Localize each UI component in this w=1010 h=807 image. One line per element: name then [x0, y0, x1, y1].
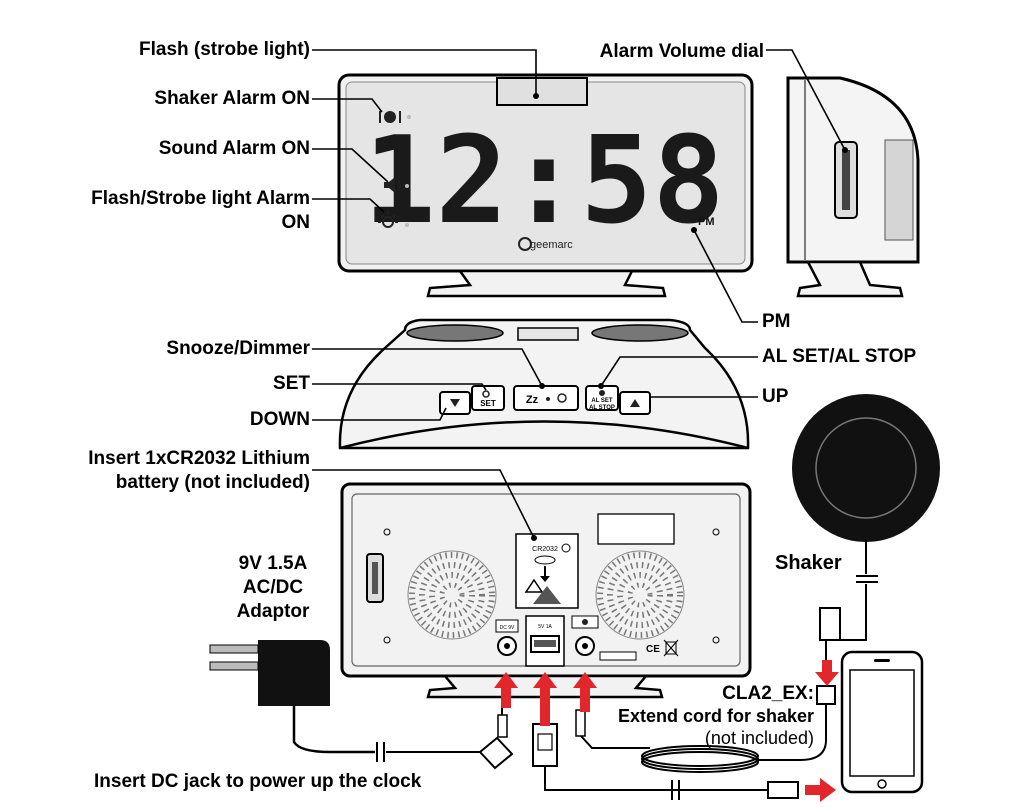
label-shaker: Shaker — [775, 552, 842, 574]
label-cla-line2: Extend cord for shaker — [617, 706, 814, 726]
label-flash: Flash (strobe light) — [139, 39, 310, 60]
label-battery-line1: Insert 1xCR2032 Lithium — [88, 448, 310, 469]
svg-text:SET: SET — [480, 399, 496, 408]
label-cla-line1: CLA2_EX: — [722, 683, 814, 704]
sound-indicator-icon — [384, 177, 409, 193]
svg-text:DC 9V: DC 9V — [500, 625, 515, 631]
shaker-extension-cord — [575, 685, 836, 773]
clock-digits: 12:58 — [363, 112, 724, 251]
strobe-indicator-icon — [378, 211, 409, 228]
svg-text:CR2032: CR2032 — [532, 546, 558, 553]
label-sound-on: Sound Alarm ON — [158, 138, 310, 159]
clock-back-view: CR2032 DC 9V 5V 1A CE — [340, 482, 752, 699]
label-dc-jack: Insert DC jack to power up the clock — [94, 771, 422, 792]
label-cla-line3: (not included) — [704, 728, 814, 748]
svg-text:AL STOP: AL STOP — [589, 405, 615, 411]
svg-text:5V 1A: 5V 1A — [538, 624, 552, 630]
label-snooze: Snooze/Dimmer — [166, 338, 310, 359]
clock-side-view — [786, 76, 920, 298]
usb-cable — [532, 723, 799, 800]
ac-dc-adaptor — [209, 640, 514, 770]
svg-text:Zz: Zz — [526, 394, 539, 406]
label-adaptor-line1: 9V 1.5A — [238, 553, 308, 574]
clock-front-view: 12:58 PM geemarc — [337, 73, 754, 298]
label-flash-alarm-line2: ON — [281, 212, 311, 233]
label-down: DOWN — [249, 409, 310, 430]
usb-port[interactable]: 5V 1A — [525, 615, 565, 667]
connection-arrows — [494, 660, 839, 802]
svg-text:CE: CE — [646, 644, 660, 655]
label-flash-alarm-line1: Flash/Strobe light Alarm — [91, 188, 310, 209]
leader-lines — [312, 49, 846, 539]
label-shaker-on: Shaker Alarm ON — [154, 88, 310, 109]
label-battery-line2: battery (not included) — [115, 472, 310, 493]
set-button[interactable]: SET — [471, 385, 505, 411]
label-al-set: AL SET/AL STOP — [762, 346, 917, 367]
label-up: UP — [762, 386, 789, 407]
shaker-device — [792, 394, 940, 660]
shaker-port[interactable] — [571, 615, 599, 656]
down-button[interactable] — [439, 391, 471, 415]
brand-logo: geemarc — [530, 239, 573, 251]
label-pm: PM — [762, 311, 791, 332]
pm-indicator: PM — [698, 216, 715, 228]
label-adaptor-line3: Adaptor — [236, 601, 310, 622]
strobe-light — [496, 77, 588, 106]
svg-text:AL SET: AL SET — [591, 398, 613, 404]
label-adaptor-line2: AC/DC — [242, 577, 304, 598]
label-set: SET — [273, 373, 310, 394]
smartphone — [840, 650, 924, 794]
up-button[interactable] — [619, 391, 651, 415]
snooze-dimmer-button[interactable]: Zz — [513, 385, 579, 411]
label-alarm-volume: Alarm Volume dial — [599, 41, 764, 62]
dc-power-port[interactable]: DC 9V — [495, 619, 519, 656]
shaker-indicator-icon — [379, 111, 411, 123]
alset-alstop-button[interactable]: AL SET AL STOP — [585, 385, 619, 411]
